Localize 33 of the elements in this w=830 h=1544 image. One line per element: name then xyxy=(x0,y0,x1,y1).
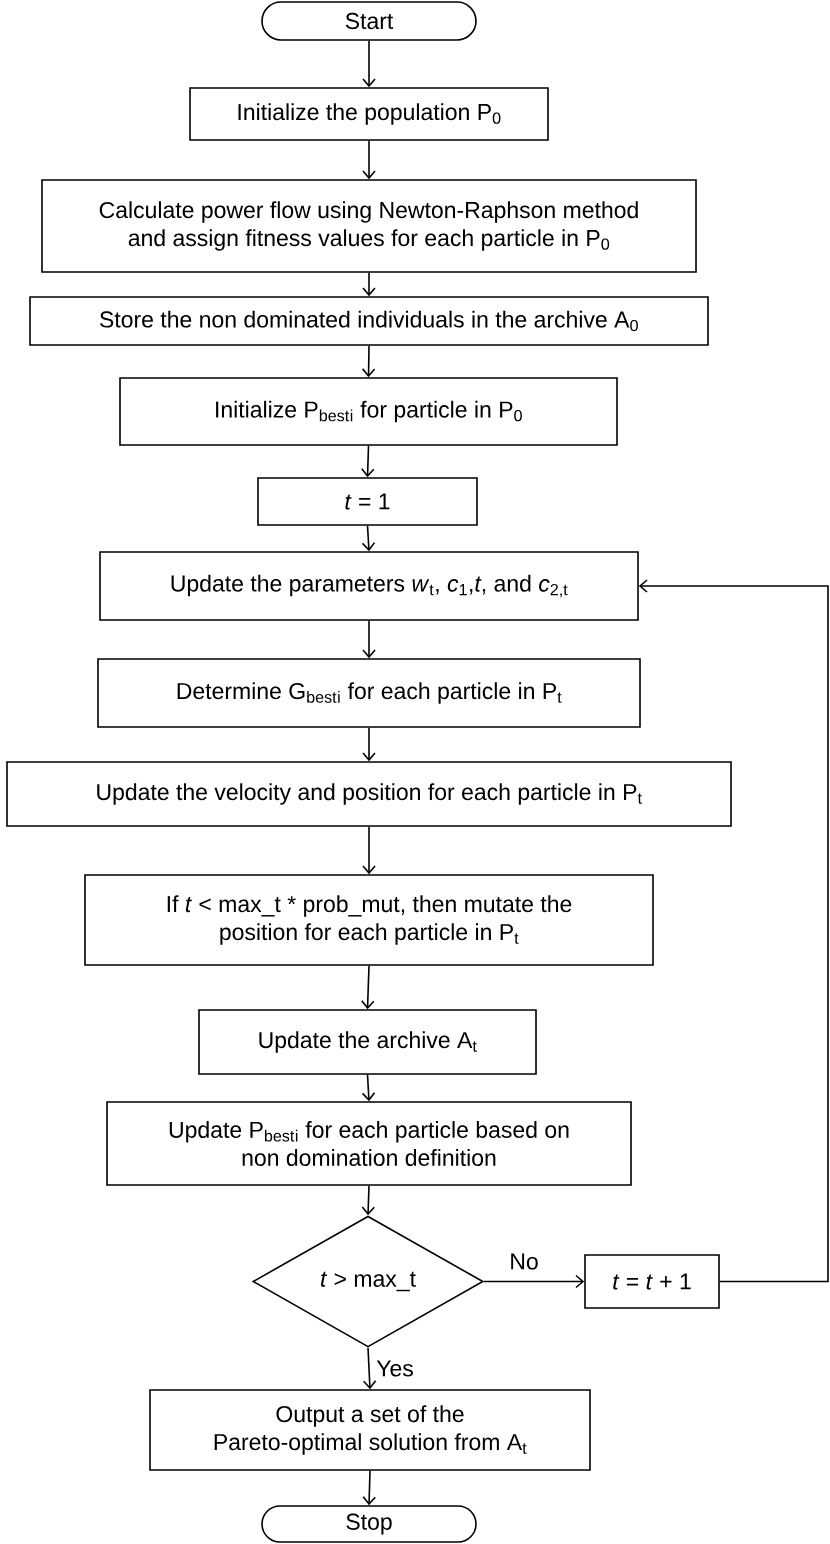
arrow xyxy=(638,579,829,1283)
arrow xyxy=(361,1074,376,1102)
process-box: Initialize P$_{besti}$ for particle in P$_{0}$ xyxy=(119,377,618,446)
process-box: Initialize the population P$_{0}$ xyxy=(189,87,549,141)
arrow xyxy=(361,1185,376,1216)
terminator: Stop xyxy=(261,1505,477,1543)
process-box: Output a set of the Pareto-optimal solution from A$_{t}$ xyxy=(149,1389,591,1471)
terminator: Start xyxy=(261,1,477,41)
process-box: Update the parameters w$_{t}$, c$_{1}$,t, and c$_{2,t}$ xyxy=(99,551,639,621)
arrow xyxy=(362,1470,377,1506)
process-box: Update the velocity and position for each particle in P$_{t}$ xyxy=(6,761,732,827)
arrow xyxy=(362,620,376,659)
arrow xyxy=(361,965,375,1010)
arrow xyxy=(361,345,376,378)
arrow xyxy=(361,525,376,552)
process-box: t = 1 xyxy=(257,477,478,526)
arrow xyxy=(362,272,376,297)
process-box: Update P$_{besti}$ for each particle based on non domination definition xyxy=(106,1101,632,1186)
arrow xyxy=(362,140,376,180)
process-box: Determine G$_{besti}$ for each particle in P$_{t}$ xyxy=(97,658,641,728)
arrow xyxy=(362,1346,377,1390)
arrow xyxy=(483,1274,585,1289)
arrow xyxy=(360,445,375,478)
process-box: Calculate power flow using Newton-Raphson method and assign fitness values for each particle in P$_{0}$ xyxy=(41,179,697,273)
process-box: If t < max_t * prob_mut, then mutate the position for each particle in P$_{t}$ xyxy=(84,874,654,966)
process-box: Update the archive A$_{t}$ xyxy=(198,1009,537,1075)
edge-label: No xyxy=(508,1252,540,1271)
edge-label: Yes xyxy=(375,1359,415,1378)
arrow xyxy=(362,40,376,88)
arrow xyxy=(362,826,376,875)
arrow xyxy=(362,727,376,762)
process-box: t = t + 1 xyxy=(584,1254,720,1309)
process-box: Store the non dominated individuals in the archive A$_{0}$ xyxy=(29,296,709,346)
